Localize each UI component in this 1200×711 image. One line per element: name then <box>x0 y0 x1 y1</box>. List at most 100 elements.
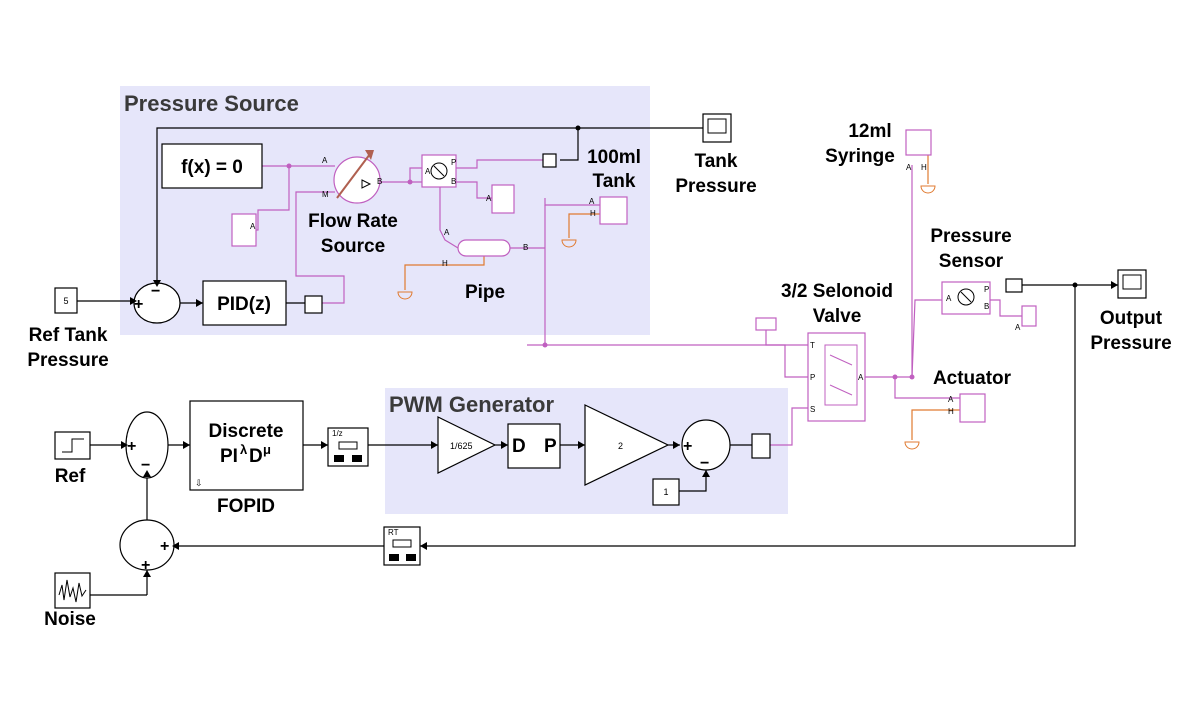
reference-block-3[interactable] <box>1021 305 1037 327</box>
sensor-port-b: B <box>984 302 989 311</box>
sensor-port-a: A <box>946 294 952 303</box>
sum3-minus-sign: − <box>700 455 709 472</box>
pid-controller-block[interactable] <box>202 280 287 326</box>
valve-symbol-icon <box>824 344 858 406</box>
flow-source-arrow-icon <box>336 153 371 199</box>
fopid-mask-arrow-icon: ⇩ <box>195 478 203 488</box>
valve-port-a: A <box>858 373 864 382</box>
reference-block-1[interactable] <box>231 213 257 247</box>
delay-text: 1/z <box>332 429 343 438</box>
output-pressure-label-1: Output <box>1100 308 1163 329</box>
ref3-port-a: A <box>1015 323 1021 332</box>
valve-label-2: Valve <box>813 306 862 327</box>
output-pressure-label-2: Pressure <box>1090 333 1171 354</box>
noise-icon <box>58 579 87 603</box>
sum3-plus-sign: + <box>683 438 692 455</box>
pressure-measurement-block[interactable] <box>421 154 457 188</box>
pressure-sensor-label-2: Sensor <box>939 251 1004 272</box>
simulink-ps-converter-2[interactable] <box>542 153 557 168</box>
fopid-block[interactable] <box>189 400 304 491</box>
sum2-minus-sign: − <box>141 457 150 474</box>
solver-config-block[interactable] <box>161 143 263 189</box>
actuator-port-a: A <box>948 395 954 404</box>
pressure-meas-port-b: B <box>451 177 456 186</box>
pid-controller-text: PID(z) <box>217 294 271 315</box>
ref2-port-a: A <box>486 194 492 203</box>
constant-one-block[interactable] <box>652 478 680 506</box>
ref-tank-pressure-label-1: Ref Tank <box>29 325 108 346</box>
dp-block[interactable] <box>507 423 561 469</box>
simulink-ps-converter-1[interactable] <box>304 295 323 314</box>
output-scope-icon <box>1122 274 1142 290</box>
simulink-ps-converter-3[interactable] <box>1005 278 1023 293</box>
tank-label-2: Tank <box>593 171 636 192</box>
simulink-ps-converter-4[interactable] <box>751 433 771 459</box>
flow-source-triangle-icon <box>361 179 372 189</box>
ref-tank-constant-value: 5 <box>63 296 68 306</box>
flow-rate-source-label-1: Flow Rate <box>308 211 398 232</box>
syringe-port-h: H <box>921 163 927 172</box>
thermal-lines <box>404 150 960 440</box>
physical-lines <box>244 159 1022 446</box>
pipe-port-a: A <box>444 228 450 237</box>
output-pressure-scope[interactable] <box>1117 269 1147 299</box>
actuator-label: Actuator <box>933 368 1012 389</box>
fopid-line2-mu: μ <box>263 442 271 457</box>
sensor-port-p: P <box>984 285 989 294</box>
fopid-line2-pi: PI <box>220 446 238 467</box>
syringe-block[interactable] <box>905 129 932 156</box>
flow-source-arrowhead-icon <box>365 150 374 160</box>
pipe-port-b: B <box>523 243 528 252</box>
ref-step-block[interactable] <box>54 431 91 460</box>
tank-block[interactable] <box>599 196 628 225</box>
step-icon <box>62 438 84 453</box>
valve-label-1: 3/2 Selonoid <box>781 281 893 302</box>
valve-port-t: T <box>810 341 815 350</box>
tank-port-h: H <box>590 209 596 218</box>
ref-label: Ref <box>55 466 86 487</box>
ref-tank-constant-block[interactable] <box>54 287 78 314</box>
flow-rate-source-label-2: Source <box>321 236 385 257</box>
arrowheads <box>121 280 1118 577</box>
pressure-source-title: Pressure Source <box>124 91 299 116</box>
solver-config-text: f(x) = 0 <box>181 157 243 178</box>
tank-pressure-label-1: Tank <box>695 151 738 172</box>
flow-rate-source-block[interactable] <box>333 156 381 204</box>
syringe-port-a: A <box>906 163 912 172</box>
dp-d-label: D <box>512 436 526 457</box>
fopid-line2-lambda: λ <box>240 442 248 457</box>
fopid-label: FOPID <box>217 496 275 517</box>
pressure-gauge-icon <box>430 162 448 180</box>
ref-tank-pressure-label-2: Pressure <box>27 350 108 371</box>
noise-label: Noise <box>44 609 96 630</box>
pressure-sensor-block[interactable] <box>941 281 991 315</box>
gain2-value: 2 <box>618 441 623 451</box>
tank-label-1: 100ml <box>587 147 641 168</box>
rt-text: RT <box>388 528 399 537</box>
valve-port-p: P <box>810 373 815 382</box>
flow-source-port-a: A <box>322 156 328 165</box>
tank-scope-icon <box>707 118 727 134</box>
fopid-line2-d: D <box>249 446 263 467</box>
sum2-plus-sign: + <box>127 438 136 455</box>
syringe-label-1: 12ml <box>848 121 891 142</box>
tank-pressure-scope[interactable] <box>702 113 732 143</box>
flow-source-port-m: M <box>322 190 329 199</box>
sum1-minus-sign: − <box>151 283 160 300</box>
syringe-label-2: Syringe <box>825 146 895 167</box>
reference-block-4[interactable] <box>755 317 777 331</box>
pressure-meas-port-a: A <box>425 167 431 176</box>
pipe-block[interactable] <box>457 239 511 257</box>
sum4-plus-sign-right: + <box>160 538 169 555</box>
pipe-label: Pipe <box>465 282 505 303</box>
pressure-meas-port-p: P <box>451 158 456 167</box>
rt-icon <box>392 539 412 548</box>
pwm-generator-title: PWM Generator <box>389 392 554 417</box>
solenoid-valve-block[interactable] <box>807 332 866 422</box>
reference-block-2[interactable] <box>491 184 515 214</box>
sum1-plus-sign: + <box>134 296 143 313</box>
tank-port-a: A <box>589 197 595 206</box>
constant-one-value: 1 <box>663 487 668 497</box>
actuator-block[interactable] <box>959 393 986 423</box>
